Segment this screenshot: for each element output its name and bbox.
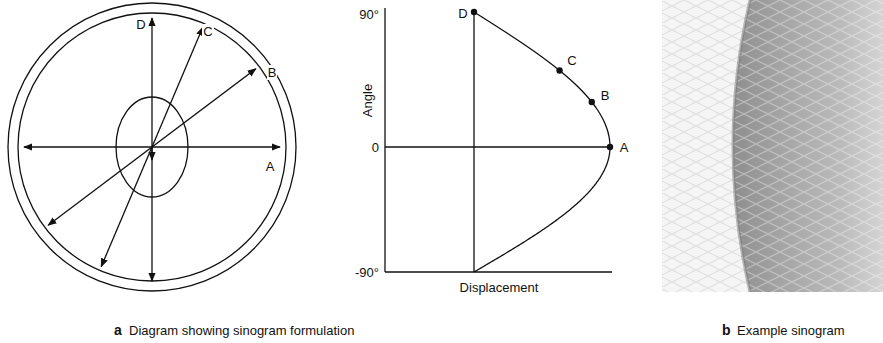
inner-ring xyxy=(18,13,286,281)
tick-label: -90° xyxy=(354,265,380,280)
projection-label: C xyxy=(202,24,213,39)
point-label: C xyxy=(566,53,577,68)
panel-letter: b xyxy=(721,323,732,338)
image-ground xyxy=(662,0,883,292)
sinogram-image xyxy=(662,0,883,292)
curve-point xyxy=(471,9,477,15)
curve-point xyxy=(556,67,562,73)
curve-point xyxy=(589,99,595,105)
band-edge xyxy=(733,0,750,292)
center-line xyxy=(473,12,474,272)
panel-letter: a xyxy=(113,323,123,338)
projection-line xyxy=(101,27,203,266)
curve-points xyxy=(471,9,613,150)
image-texture xyxy=(662,0,883,292)
band-texture xyxy=(733,0,883,292)
panel-caption: Example sinogram xyxy=(736,323,846,338)
outer-ring xyxy=(8,3,296,291)
axis-title: Angle xyxy=(361,82,376,117)
point-label: D xyxy=(457,6,468,21)
tick-label: 90° xyxy=(358,7,380,22)
projection-label: D xyxy=(135,17,146,32)
tick-label: 0 xyxy=(371,140,380,155)
sinogram-curve xyxy=(474,12,610,272)
projection-label: A xyxy=(265,159,276,174)
panel-caption: Diagram showing sinogram formulation xyxy=(128,323,355,338)
displacement-axis xyxy=(385,271,612,272)
point-label: A xyxy=(619,140,630,155)
curve-point xyxy=(607,144,613,150)
scanner-diagram xyxy=(8,3,296,291)
point-label: B xyxy=(600,88,611,103)
sinogram-band xyxy=(733,0,883,292)
zero-line xyxy=(385,146,612,147)
projection-label: B xyxy=(267,65,278,80)
sinogram-graph xyxy=(385,8,613,272)
angle-axis xyxy=(384,8,385,272)
axis-title: Displacement xyxy=(459,280,540,295)
